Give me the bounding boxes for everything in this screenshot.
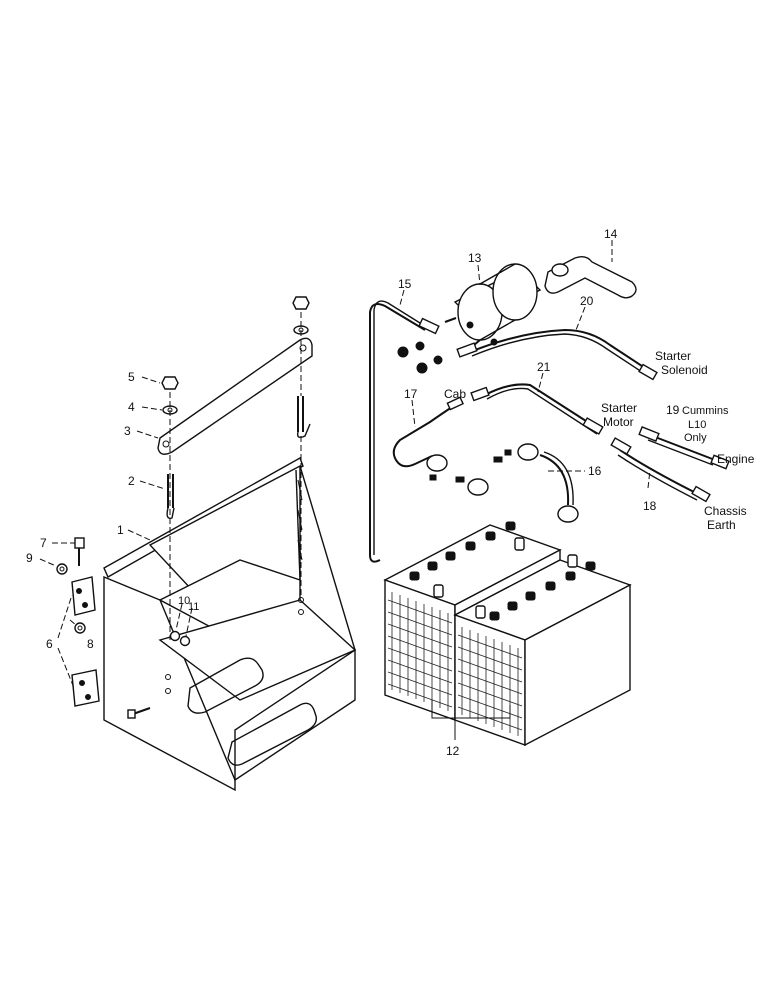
side-bolt (127, 707, 151, 719)
bracket-upper (71, 576, 96, 616)
callout-cummins-1: Cummins (682, 405, 729, 417)
callout-text: Cab Starter Solenoid Starter Motor Cummi… (444, 349, 755, 532)
callout-starter-solenoid-1: Starter (655, 349, 691, 363)
callout-starter-motor-2: Motor (603, 415, 634, 429)
label-10: 10 (178, 595, 190, 607)
nuts-10-11 (169, 630, 191, 647)
j-bolt-left (166, 474, 175, 519)
solenoid-hardware (397, 341, 443, 374)
cable-17 (392, 396, 464, 468)
label-15: 15 (398, 277, 412, 291)
callout-starter-solenoid-2: Solenoid (661, 363, 708, 377)
clamp-bar (157, 337, 313, 455)
label-14: 14 (604, 227, 618, 241)
label-19: 19 (666, 403, 680, 417)
label-17: 17 (404, 387, 418, 401)
nut-9 (56, 563, 68, 575)
battery-right (453, 554, 632, 747)
callout-cummins-2: L10 (688, 419, 706, 431)
label-20: 20 (580, 294, 594, 308)
label-11: 11 (188, 601, 199, 613)
j-bolt-right (296, 396, 311, 439)
callout-cab: Cab (444, 387, 466, 401)
battery-left-caps (409, 521, 525, 598)
callout-engine: Engine (717, 452, 755, 466)
label-12: 12 (446, 744, 460, 758)
cable-18 (610, 437, 711, 503)
terminal-boot (544, 255, 637, 299)
cable-15 (369, 300, 440, 563)
label-16: 16 (588, 464, 602, 478)
label-18: 18 (643, 499, 657, 513)
washer-8 (74, 622, 86, 634)
battery-box (103, 456, 357, 792)
bolt-7 (74, 537, 85, 566)
cable-19 (638, 426, 730, 470)
label-21: 21 (537, 360, 551, 374)
cable-21 (470, 383, 604, 435)
callout-cummins-3: Only (684, 432, 707, 444)
label-2: 2 (128, 474, 135, 488)
label-13: 13 (468, 251, 482, 265)
starter-solenoid (444, 263, 542, 351)
callout-starter-motor-1: Starter (601, 401, 637, 415)
label-3: 3 (124, 424, 131, 438)
leader-lines (39, 240, 651, 689)
battery-clamps (426, 443, 579, 523)
label-7: 7 (40, 536, 47, 550)
cable-20 (456, 328, 658, 381)
callout-chassis-1: Chassis (704, 504, 747, 518)
label-9: 9 (26, 551, 33, 565)
label-6: 6 (46, 637, 53, 651)
label-8: 8 (87, 637, 94, 651)
battery-right-caps (475, 554, 596, 621)
label-1: 1 (117, 523, 124, 537)
label-5: 5 (128, 370, 135, 384)
battery-left (383, 521, 562, 721)
label-4: 4 (128, 400, 135, 414)
part-labels: 5 4 3 2 1 7 9 8 6 10 11 12 13 14 15 20 2… (26, 227, 680, 758)
bracket-lower (71, 669, 100, 707)
callout-chassis-2: Earth (707, 518, 736, 532)
